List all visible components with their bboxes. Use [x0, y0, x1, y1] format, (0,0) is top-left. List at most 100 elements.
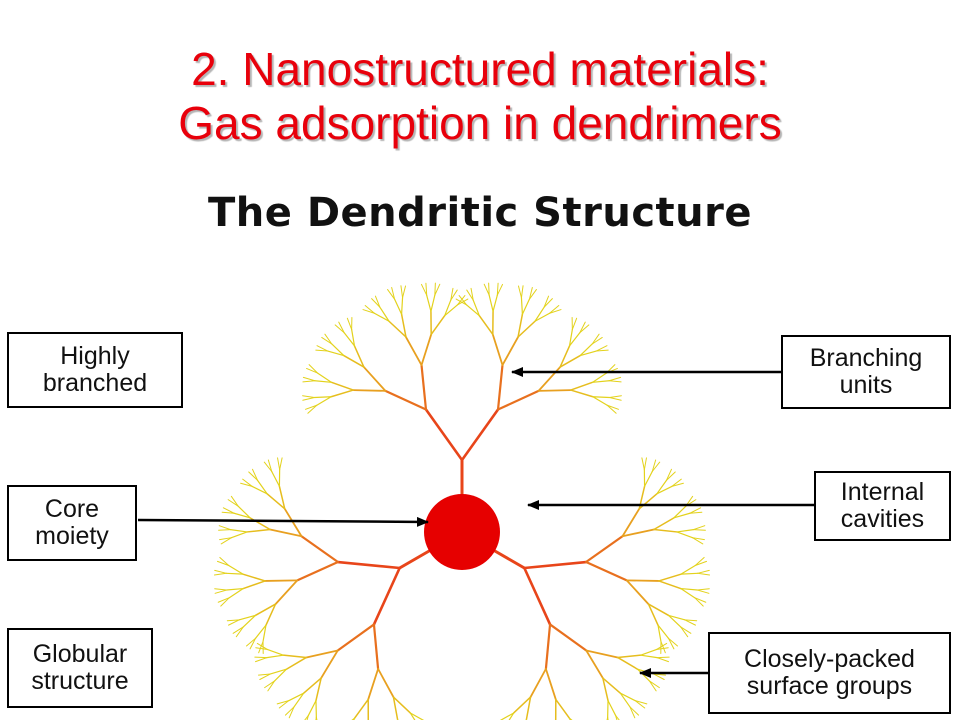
branch-segment: [466, 304, 480, 317]
branch-segment: [671, 482, 684, 487]
branch-segment: [274, 579, 299, 605]
branch-segment: [456, 295, 466, 306]
branch-segment: [226, 587, 244, 591]
branch-segment: [400, 285, 404, 299]
branch-segment: [379, 306, 390, 322]
branch-segment: [584, 535, 624, 564]
branch-segment: [362, 309, 375, 314]
branch-segment: [534, 306, 545, 322]
label-core-moiety: Core moiety: [7, 485, 137, 561]
branch-segment: [226, 619, 240, 622]
branch-segment: [653, 517, 675, 531]
branch-segment: [225, 572, 244, 575]
label-globular-structure: Globular structure: [7, 628, 153, 708]
branch-segment: [549, 309, 562, 314]
branch-segment: [496, 364, 504, 411]
branch-segment: [692, 529, 706, 531]
branch-segment: [496, 283, 504, 296]
branch-segment: [282, 654, 308, 659]
branch-segment: [336, 560, 401, 570]
branch-segment: [668, 614, 686, 621]
branch-segment: [265, 603, 277, 626]
branch-segment: [456, 298, 469, 306]
branch-segment: [317, 372, 333, 383]
branch-segment: [336, 623, 376, 652]
branch-segment: [455, 298, 468, 306]
branch-segment: [615, 714, 620, 720]
branch-segment: [537, 389, 572, 392]
branch-segment: [692, 537, 705, 541]
branch-segment: [420, 283, 428, 296]
branch-segment: [334, 324, 345, 334]
branch-segment: [320, 649, 339, 679]
branch-segment: [246, 528, 271, 533]
branch-segment: [377, 667, 395, 699]
branch-segment: [543, 298, 553, 308]
branch-segment: [434, 282, 436, 296]
branch-segment: [306, 714, 309, 720]
branch-segment: [307, 699, 317, 717]
branch-segment: [426, 294, 432, 312]
branch-segment: [283, 507, 303, 538]
branch-segment: [304, 714, 309, 720]
branch-segment: [525, 696, 532, 720]
branch-segment: [278, 700, 290, 709]
branch-segment: [634, 700, 646, 709]
branch-segment: [529, 667, 547, 699]
branch-segment: [425, 282, 428, 296]
branch-segment: [392, 696, 412, 714]
branch-segment: [609, 395, 622, 398]
branch-segment: [568, 332, 581, 347]
branch-segment: [629, 706, 636, 719]
branch-segment: [653, 528, 678, 533]
branch-segment: [697, 572, 711, 576]
branch-segment: [227, 499, 239, 507]
branch-segment: [684, 619, 698, 622]
branch-segment: [621, 528, 655, 538]
branch-segment: [694, 560, 708, 567]
branch-segment: [666, 471, 676, 481]
branch-segment: [232, 626, 244, 634]
branch-segment: [264, 680, 276, 689]
branch-segment: [262, 624, 267, 643]
branch-segment: [351, 328, 356, 347]
branch-segment: [220, 597, 230, 607]
branch-segment: [372, 623, 380, 670]
branch-segment: [629, 706, 640, 716]
branch-segment: [648, 680, 657, 692]
branch-segment: [434, 283, 441, 296]
branch-segment: [255, 657, 268, 663]
branch-segment: [305, 404, 318, 410]
branch-segment: [450, 287, 454, 301]
branch-segment: [238, 614, 256, 621]
branch-segment: [221, 511, 235, 514]
label-highly-branched: Highly branched: [7, 332, 183, 408]
branch-segment: [248, 471, 258, 481]
branch-segment: [466, 289, 474, 301]
branch-segment: [640, 648, 657, 656]
core-moiety-circle: [424, 494, 500, 570]
branch-segment: [689, 511, 703, 514]
branch-segment: [374, 295, 381, 308]
branch-segment: [602, 677, 609, 702]
branch-segment: [676, 531, 694, 539]
branch-segment: [391, 287, 396, 300]
branch-segment: [615, 714, 618, 720]
branch-segment: [387, 288, 396, 300]
branch-segment: [579, 324, 590, 334]
branch-segment: [269, 668, 288, 675]
branch-segment: [585, 649, 604, 679]
branch-segment: [619, 692, 631, 708]
branch-segment: [258, 641, 264, 654]
branch-segment: [680, 587, 696, 599]
branch-segment: [569, 381, 594, 391]
branch-segment: [458, 295, 468, 306]
branch-segment: [606, 716, 609, 720]
branch-segment: [488, 294, 494, 312]
branch-segment: [692, 537, 704, 545]
branch-segment: [288, 706, 295, 719]
branch-segment: [491, 333, 504, 367]
branch-segment: [313, 396, 332, 399]
branch-segment: [338, 321, 345, 334]
